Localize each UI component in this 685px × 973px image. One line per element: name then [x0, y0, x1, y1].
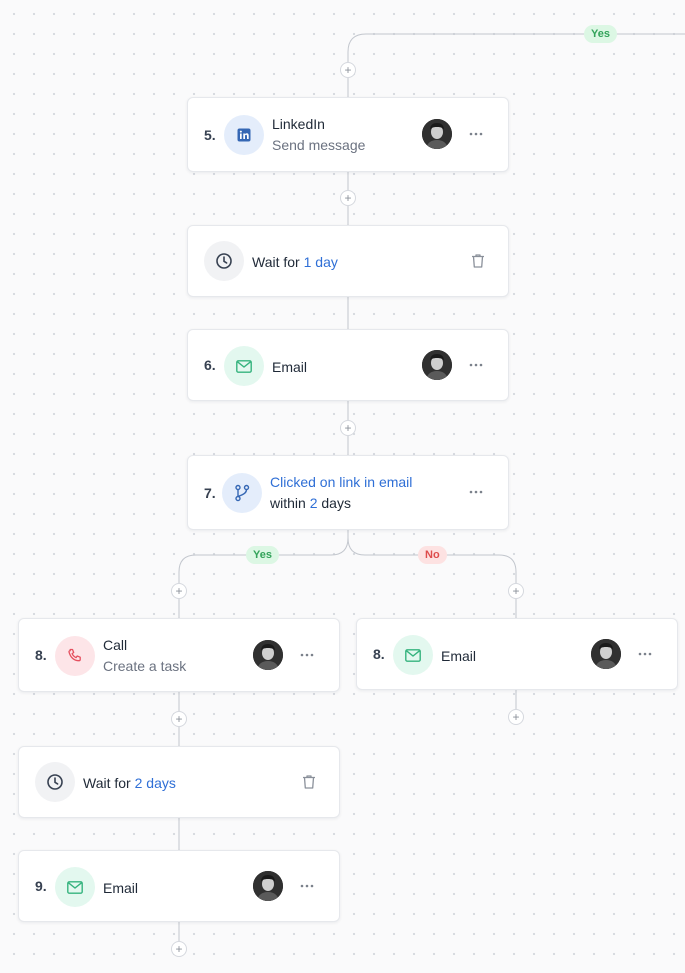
condition-label[interactable]: Clicked on link in email	[270, 474, 413, 490]
branch-yes-badge: Yes	[246, 546, 279, 564]
step-number: 6.	[204, 357, 216, 373]
step-number: 8.	[35, 647, 47, 663]
branch-no-badge: No	[418, 546, 447, 564]
mail-icon	[224, 346, 264, 386]
add-step-button[interactable]: +	[508, 709, 524, 725]
clock-icon	[204, 241, 244, 281]
branch-icon	[222, 473, 262, 513]
add-step-button[interactable]: +	[171, 711, 187, 727]
wait-card[interactable]: Wait for 1 day	[187, 225, 509, 297]
add-step-button[interactable]: +	[340, 420, 356, 436]
within-label: within	[270, 495, 306, 511]
top-branch-yes-badge: Yes	[584, 25, 617, 43]
step-card-call[interactable]: 8. Call Create a task	[18, 618, 340, 692]
wait-card[interactable]: Wait for 2 days	[18, 746, 340, 818]
step-card-condition[interactable]: 7. Clicked on link in email within 2 day…	[187, 455, 509, 530]
step-title: Call	[103, 637, 128, 653]
more-options-icon[interactable]	[297, 645, 317, 665]
add-step-button[interactable]: +	[171, 583, 187, 599]
step-card-email[interactable]: 6. Email	[187, 329, 509, 401]
assignee-avatar[interactable]	[253, 871, 283, 901]
within-value[interactable]: 2	[309, 495, 318, 511]
more-options-icon[interactable]	[466, 482, 486, 502]
step-card-linkedin[interactable]: 5. LinkedIn Send message	[187, 97, 509, 172]
step-title: LinkedIn	[272, 116, 325, 132]
more-options-icon[interactable]	[466, 355, 486, 375]
add-step-button[interactable]: +	[508, 583, 524, 599]
linkedin-icon	[224, 115, 264, 155]
phone-icon	[55, 636, 95, 676]
step-number: 8.	[373, 646, 385, 662]
step-number: 7.	[204, 484, 216, 501]
wait-label: Wait for	[252, 254, 300, 270]
add-step-button[interactable]: +	[340, 190, 356, 206]
assignee-avatar[interactable]	[422, 350, 452, 380]
step-title: Email	[272, 359, 308, 375]
add-step-button[interactable]: +	[340, 62, 356, 78]
more-options-icon[interactable]	[466, 124, 486, 144]
step-number: 5.	[204, 126, 216, 143]
mail-icon	[393, 635, 433, 675]
step-subtitle: Create a task	[103, 658, 187, 674]
wait-label: Wait for	[83, 775, 131, 791]
step-title: Email	[441, 648, 477, 664]
trash-icon[interactable]	[299, 772, 319, 792]
step-card-email-no-branch[interactable]: 8. Email	[356, 618, 678, 690]
step-subtitle: Send message	[272, 137, 366, 153]
assignee-avatar[interactable]	[591, 639, 621, 669]
more-options-icon[interactable]	[297, 876, 317, 896]
step-number: 9.	[35, 878, 47, 894]
step-title: Email	[103, 880, 139, 896]
step-card-email[interactable]: 9. Email	[18, 850, 340, 922]
assignee-avatar[interactable]	[253, 640, 283, 670]
trash-icon[interactable]	[468, 251, 488, 271]
clock-icon	[35, 762, 75, 802]
within-unit: days	[321, 495, 351, 511]
wait-duration[interactable]: 2 days	[134, 775, 176, 791]
wait-duration[interactable]: 1 day	[303, 254, 338, 270]
mail-icon	[55, 867, 95, 907]
more-options-icon[interactable]	[635, 644, 655, 664]
assignee-avatar[interactable]	[422, 119, 452, 149]
add-step-button[interactable]: +	[171, 941, 187, 957]
